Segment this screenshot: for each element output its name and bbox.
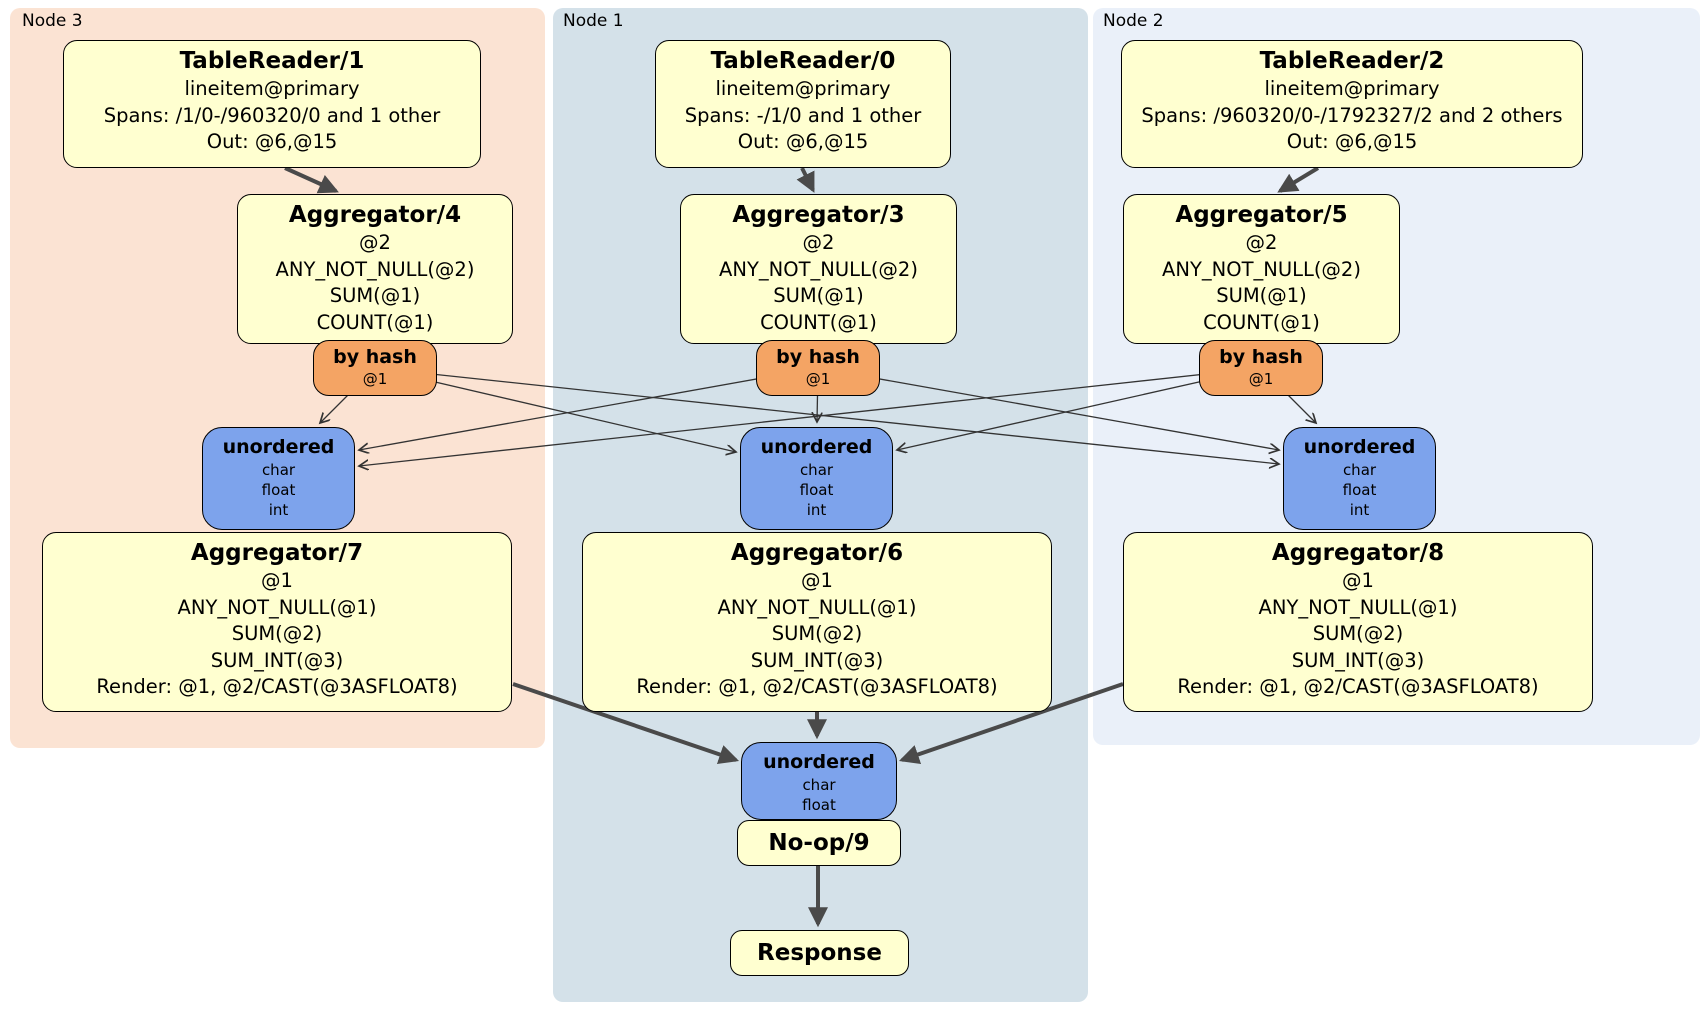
node-2-label: Node 2 <box>1103 11 1164 31</box>
sync-type: float <box>799 480 834 499</box>
router-title: by hash <box>333 346 417 368</box>
operator-title: Aggregator/3 <box>732 202 905 228</box>
router-key: @1 <box>1248 369 1274 388</box>
agg-fn: SUM_INT(@3) <box>210 648 344 672</box>
agg-group-cols: @1 <box>801 569 833 593</box>
router-title: by hash <box>1219 346 1303 368</box>
operator-index: lineitem@primary <box>715 77 891 101</box>
hash-router-right: by hash @1 <box>1199 340 1323 396</box>
aggregator-7-box: Aggregator/7 @1 ANY_NOT_NULL(@1) SUM(@2)… <box>42 532 512 712</box>
router-key: @1 <box>362 369 388 388</box>
router-title: by hash <box>776 346 860 368</box>
sync-type: char <box>261 460 296 479</box>
sync-title: unordered <box>760 436 873 458</box>
tablereader-0-box: TableReader/0 lineitem@primary Spans: -/… <box>655 40 951 168</box>
agg-group-cols: @2 <box>359 231 391 255</box>
aggregator-3-box: Aggregator/3 @2 ANY_NOT_NULL(@2) SUM(@1)… <box>680 194 957 344</box>
agg-fn: SUM(@1) <box>329 284 421 308</box>
agg-fn: ANY_NOT_NULL(@1) <box>177 595 377 619</box>
operator-title: Aggregator/4 <box>288 202 462 228</box>
agg-group-cols: @2 <box>1245 231 1278 255</box>
operator-out: Out: @6,@15 <box>206 130 338 154</box>
sync-type: int <box>806 501 827 520</box>
agg-fn: SUM(@1) <box>773 284 864 308</box>
node-3-label: Node 3 <box>22 11 83 31</box>
operator-title: No-op/9 <box>768 830 870 856</box>
node-1-label: Node 1 <box>563 11 624 31</box>
edge-tablereader0-aggregator3 <box>796 167 815 193</box>
operator-title: Aggregator/5 <box>1175 202 1348 228</box>
edge-aggregator8-final-sync <box>898 682 1124 764</box>
edge-aggregator7-final-sync <box>512 682 740 765</box>
tablereader-1-box: TableReader/1 lineitem@primary Spans: /1… <box>63 40 481 168</box>
sync-title: unordered <box>763 751 875 773</box>
agg-group-cols: @1 <box>261 569 293 593</box>
router-key: @1 <box>805 369 831 388</box>
sync-type: float <box>1342 480 1377 499</box>
edge-router-middle-sync-right <box>817 367 1279 450</box>
agg-fn: ANY_NOT_NULL(@2) <box>719 257 918 281</box>
agg-fn: COUNT(@1) <box>1203 310 1320 334</box>
edge-router-left-sync-right <box>374 367 1279 464</box>
edge-tablereader1-aggregator4 <box>284 166 339 194</box>
edge-tablereader2-aggregator5 <box>1277 166 1320 193</box>
agg-fn: SUM_INT(@3) <box>750 648 884 672</box>
operator-out: Out: @6,@15 <box>1286 130 1418 154</box>
operator-out: Out: @6,@15 <box>737 130 869 154</box>
agg-fn: ANY_NOT_NULL(@1) <box>717 595 917 619</box>
agg-fn: SUM(@2) <box>231 622 323 646</box>
operator-index: lineitem@primary <box>184 77 360 101</box>
agg-group-cols: @1 <box>1342 569 1374 593</box>
agg-group-cols: @2 <box>802 231 835 255</box>
agg-fn: ANY_NOT_NULL(@2) <box>275 257 475 281</box>
agg-fn: SUM(@2) <box>771 622 863 646</box>
sync-type: float <box>261 480 296 499</box>
sync-title: unordered <box>1303 436 1416 458</box>
operator-spans: Spans: /1/0-/960320/0 and 1 other <box>103 103 441 127</box>
aggregator-5-box: Aggregator/5 @2 ANY_NOT_NULL(@2) SUM(@1)… <box>1123 194 1400 344</box>
operator-spans: Spans: -/1/0 and 1 other <box>684 103 922 127</box>
agg-fn: ANY_NOT_NULL(@2) <box>1162 257 1361 281</box>
aggregator-6-box: Aggregator/6 @1 ANY_NOT_NULL(@1) SUM(@2)… <box>582 532 1052 712</box>
operator-index: lineitem@primary <box>1264 77 1440 101</box>
unordered-sync-middle: unordered char float int <box>740 427 893 530</box>
operator-spans: Spans: /960320/0-/1792327/2 and 2 others <box>1141 103 1563 127</box>
response-box: Response <box>730 930 909 976</box>
aggregator-8-box: Aggregator/8 @1 ANY_NOT_NULL(@1) SUM(@2)… <box>1123 532 1593 712</box>
agg-fn: ANY_NOT_NULL(@1) <box>1258 595 1458 619</box>
operator-title: TableReader/1 <box>179 48 365 74</box>
edge-router-middle-sync-left <box>359 367 819 450</box>
unordered-sync-left: unordered char float int <box>202 427 355 530</box>
agg-fn: SUM(@1) <box>1216 284 1307 308</box>
agg-fn: COUNT(@1) <box>316 310 434 334</box>
agg-render: Render: @1, @2/CAST(@3ASFLOAT8) <box>96 675 458 699</box>
edge-router-right-sync-left <box>359 367 1262 466</box>
sync-type: char <box>802 775 836 794</box>
operator-title: Aggregator/6 <box>730 540 904 566</box>
agg-fn: SUM_INT(@3) <box>1291 648 1425 672</box>
agg-fn: COUNT(@1) <box>760 310 877 334</box>
operator-title: Aggregator/7 <box>190 540 364 566</box>
operator-title: Aggregator/8 <box>1271 540 1445 566</box>
operator-title: TableReader/0 <box>710 48 896 74</box>
tablereader-2-box: TableReader/2 lineitem@primary Spans: /9… <box>1121 40 1583 168</box>
operator-title: TableReader/2 <box>1259 48 1445 74</box>
sync-type: int <box>268 501 289 520</box>
sync-type: char <box>1342 460 1377 479</box>
hash-router-left: by hash @1 <box>313 340 437 396</box>
agg-fn: SUM(@2) <box>1312 622 1404 646</box>
aggregator-4-box: Aggregator/4 @2 ANY_NOT_NULL(@2) SUM(@1)… <box>237 194 513 344</box>
hash-router-middle: by hash @1 <box>756 340 880 396</box>
sync-type: float <box>802 795 836 814</box>
operator-title: Response <box>757 940 882 966</box>
agg-render: Render: @1, @2/CAST(@3ASFLOAT8) <box>636 675 998 699</box>
unordered-sync-right: unordered char float int <box>1283 427 1436 530</box>
agg-render: Render: @1, @2/CAST(@3ASFLOAT8) <box>1177 675 1539 699</box>
unordered-sync-final: unordered char float <box>741 742 897 820</box>
sync-type: char <box>799 460 834 479</box>
noop-box: No-op/9 <box>737 820 901 866</box>
sync-title: unordered <box>222 436 335 458</box>
sync-type: int <box>1349 501 1370 520</box>
